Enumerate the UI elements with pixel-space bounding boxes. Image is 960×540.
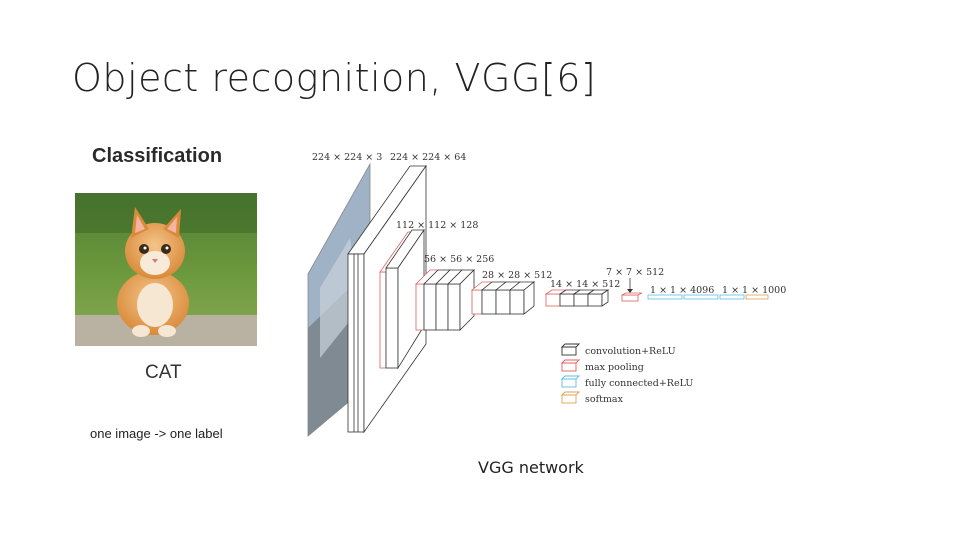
conv4-block bbox=[470, 281, 536, 315]
legend-label: convolution+ReLU bbox=[585, 346, 676, 357]
cat-photo bbox=[75, 193, 257, 346]
label-conv5: 14 × 14 × 512 bbox=[550, 279, 620, 290]
label-fc3: 1 × 1 × 1000 bbox=[722, 285, 786, 296]
label-pool5: 7 × 7 × 512 bbox=[606, 267, 664, 278]
fc-layers bbox=[647, 294, 769, 300]
label-conv2: 112 × 112 × 128 bbox=[396, 220, 478, 231]
cat-label: CAT bbox=[145, 362, 182, 383]
label-fc1: 1 × 1 × 4096 bbox=[650, 285, 714, 296]
classification-heading: Classification bbox=[92, 145, 223, 167]
legend-item-conv: convolution+ReLU bbox=[560, 343, 676, 357]
one-image-one-label-note: one image -> one label bbox=[90, 426, 223, 441]
label-conv3: 56 × 56 × 256 bbox=[424, 254, 494, 265]
legend-label: fully connected+ReLU bbox=[585, 378, 693, 389]
legend: convolution+ReLU max pooling fully conne… bbox=[560, 343, 693, 405]
legend-item-softmax: softmax bbox=[560, 391, 624, 405]
pool5-block bbox=[621, 292, 643, 302]
figure-caption: VGG network bbox=[478, 458, 584, 477]
legend-label: max pooling bbox=[585, 362, 644, 373]
conv5-block bbox=[544, 289, 610, 307]
legend-item-pool: max pooling bbox=[560, 359, 644, 373]
legend-label: softmax bbox=[585, 394, 624, 405]
conv2-block bbox=[379, 228, 425, 370]
conv3-block bbox=[415, 269, 475, 331]
slide-title: Object recognition, VGG[6] bbox=[72, 56, 597, 100]
label-conv4: 28 × 28 × 512 bbox=[482, 270, 552, 281]
label-input: 224 × 224 × 3 bbox=[312, 152, 382, 163]
legend-item-fc: fully connected+ReLU bbox=[560, 375, 693, 389]
label-conv1: 224 × 224 × 64 bbox=[390, 152, 466, 163]
vgg-architecture-diagram: 224 × 224 × 3 224 × 224 × 64 112 × 112 ×… bbox=[307, 152, 786, 437]
